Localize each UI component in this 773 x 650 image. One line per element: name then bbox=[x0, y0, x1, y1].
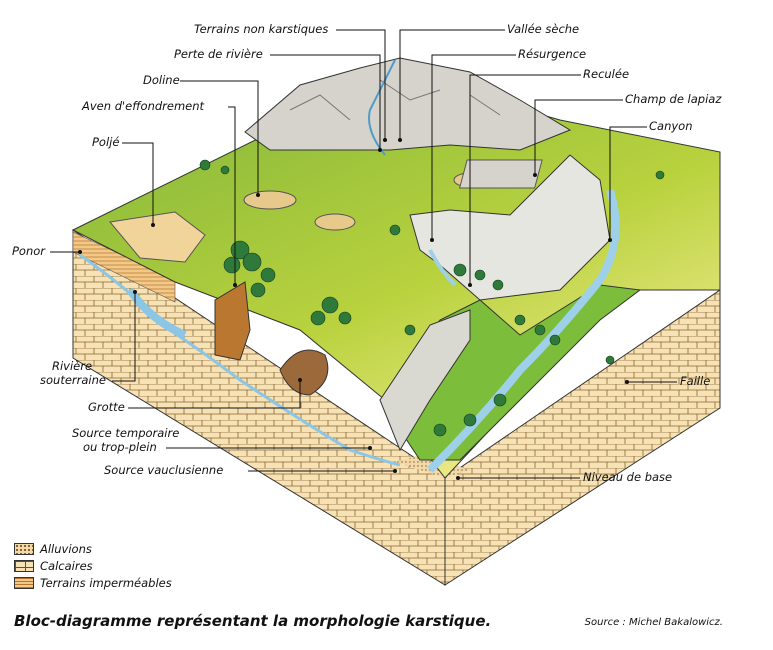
label-canyon: Canyon bbox=[649, 119, 693, 133]
diagram-labels: Terrains non karstiques Vallée sèche Per… bbox=[12, 22, 722, 484]
doline bbox=[243, 190, 297, 210]
label-vallee-seche: Vallée sèche bbox=[507, 22, 579, 36]
legend-item-impermeables: Terrains imperméables bbox=[14, 574, 172, 591]
label-reculee: Reculée bbox=[583, 67, 629, 81]
legend: Alluvions Calcaires Terrains imperméable… bbox=[14, 540, 172, 591]
legend-label: Calcaires bbox=[40, 558, 93, 573]
impermeables-swatch bbox=[14, 576, 34, 589]
non-karstic-mountain bbox=[244, 57, 572, 151]
label-resurgence: Résurgence bbox=[518, 47, 586, 61]
block-right-face bbox=[444, 289, 721, 586]
label-terrains-non-karstiques: Terrains non karstiques bbox=[194, 22, 328, 36]
figure-source: Source : Michel Bakalowicz. bbox=[584, 617, 723, 628]
label-niveau-de-base: Niveau de base bbox=[583, 470, 672, 484]
doline bbox=[314, 213, 356, 231]
label-source-vauclusienne: Source vauclusienne bbox=[104, 463, 223, 477]
cave bbox=[279, 349, 329, 396]
label-source-temporaire-1: Source temporaire bbox=[72, 426, 179, 440]
polje bbox=[109, 211, 206, 263]
label-faille: Faille bbox=[680, 374, 710, 388]
label-aven: Aven d'effondrement bbox=[81, 99, 205, 113]
label-doline: Doline bbox=[143, 73, 180, 87]
label-polje: Poljé bbox=[92, 135, 119, 149]
sinking-stream bbox=[368, 59, 396, 156]
label-grotte: Grotte bbox=[88, 400, 125, 414]
label-riviere-souterraine-2: souterraine bbox=[40, 373, 106, 387]
label-champ-lapiaz: Champ de lapiaz bbox=[625, 92, 722, 106]
legend-item-alluvions: Alluvions bbox=[14, 540, 172, 557]
label-ponor: Ponor bbox=[12, 244, 46, 258]
legend-label: Terrains imperméables bbox=[40, 575, 172, 590]
calcaires-swatch bbox=[14, 559, 34, 572]
lapiaz-field bbox=[458, 159, 543, 189]
figure-caption: Bloc-diagramme représentant la morpholog… bbox=[14, 612, 492, 630]
legend-item-calcaires: Calcaires bbox=[14, 557, 172, 574]
label-source-temporaire-2: ou trop-plein bbox=[83, 440, 157, 454]
canyon-left-cliff bbox=[379, 309, 471, 452]
label-riviere-souterraine-1: Rivière bbox=[52, 359, 92, 373]
vegetation bbox=[199, 159, 665, 437]
label-perte-de-riviere: Perte de rivière bbox=[174, 47, 263, 61]
legend-label: Alluvions bbox=[40, 541, 92, 556]
alluvions-swatch bbox=[14, 542, 34, 555]
aven-collapse bbox=[214, 281, 251, 361]
